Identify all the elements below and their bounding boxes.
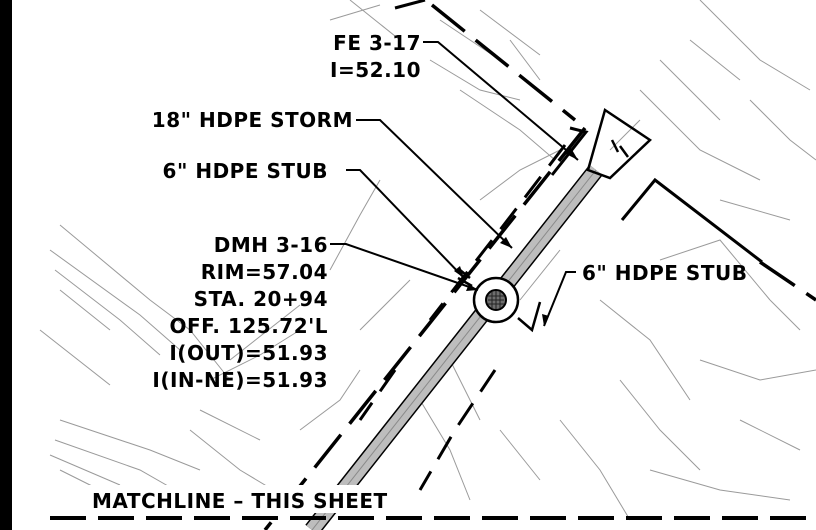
fe-name-label: FE 3-17 (333, 31, 421, 55)
leader-arrowheads (454, 148, 578, 326)
matchline-label: MATCHLINE – THIS SHEET (92, 489, 388, 513)
dmh-station-label: STA. 20+94 (194, 287, 328, 311)
storm-pipe-label: 18" HDPE STORM (152, 108, 353, 132)
dashed-road-lines (358, 144, 567, 491)
fe-invert-label: I=52.10 (330, 58, 421, 82)
flared-end-section (586, 108, 652, 180)
stub-right-label: 6" HDPE STUB (582, 261, 747, 285)
dmh-rim-label: RIM=57.04 (201, 260, 328, 284)
curb-lines (394, 0, 763, 264)
manhole-dmh (472, 276, 520, 324)
leader-lines (330, 41, 579, 327)
sheet-border (0, 0, 12, 530)
dmh-invert-out-label: I(OUT)=51.93 (169, 341, 328, 365)
contour-lines (39, 0, 816, 521)
dmh-invert-in-label: I(IN-NE)=51.93 (152, 368, 328, 392)
dmh-name-label: DMH 3-16 (214, 233, 328, 257)
stub-left-label: 6" HDPE STUB (163, 159, 328, 183)
matchline-label-mask (86, 485, 408, 513)
dashed-easement-lines (263, 3, 816, 530)
dmh-offset-label: OFF. 125.72'L (170, 314, 329, 338)
